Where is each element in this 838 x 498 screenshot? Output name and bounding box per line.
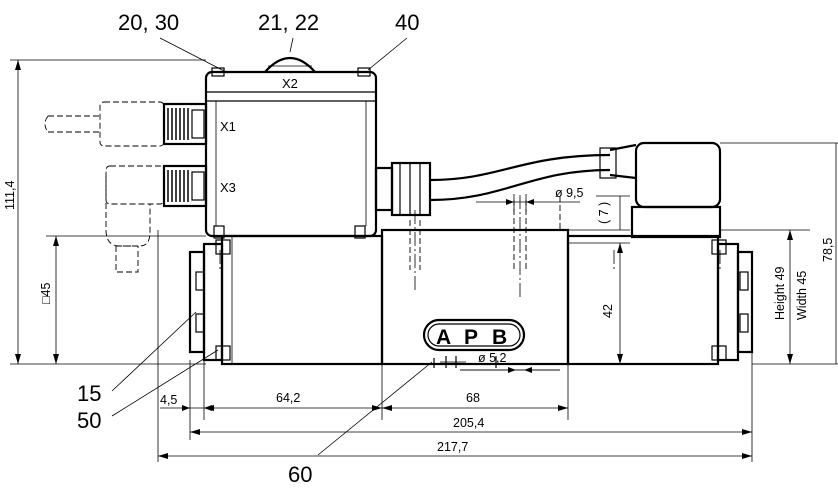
valve-body	[188, 195, 754, 368]
connector-x3	[105, 164, 208, 273]
dim-64-2: 64,2	[276, 391, 300, 405]
dim-dia-5-2: ø 5,2	[478, 351, 507, 365]
dim-78-5: 78,5	[821, 238, 835, 262]
solenoid-cable	[374, 141, 838, 239]
callout-15: 15	[77, 381, 101, 406]
dim-111-4: 111,4	[3, 181, 17, 210]
callout-21-22: 21, 22	[258, 10, 319, 35]
electronics-housing	[204, 57, 378, 239]
dimension-lines	[10, 59, 838, 462]
callout-60: 60	[288, 462, 312, 487]
port-label-p: P	[464, 326, 478, 349]
connector-label-x1: X1	[220, 119, 236, 134]
dim-217-7: 217,7	[437, 440, 468, 454]
dim-square-45: □45	[39, 282, 53, 304]
port-badge	[422, 318, 526, 352]
dim-7: ( 7 )	[597, 202, 611, 224]
connector-label-x3: X3	[220, 180, 236, 195]
callout-20-30: 20, 30	[118, 10, 179, 35]
dim-dia-9-5: ø 9,5	[555, 186, 584, 200]
callout-50: 50	[77, 408, 101, 433]
connector-x1	[44, 101, 208, 147]
dim-height-49: Height 49	[773, 266, 787, 320]
dim-205-4: 205,4	[453, 416, 484, 430]
dim-42: 42	[601, 304, 615, 318]
port-label-b: B	[492, 326, 507, 349]
port-label-a: A	[436, 326, 451, 349]
dim-width-45: Width 45	[795, 271, 809, 320]
dim-4-5: 4,5	[160, 393, 177, 407]
connector-label-x2: X2	[282, 76, 298, 91]
dim-68: 68	[466, 391, 480, 405]
callout-40: 40	[395, 10, 419, 35]
